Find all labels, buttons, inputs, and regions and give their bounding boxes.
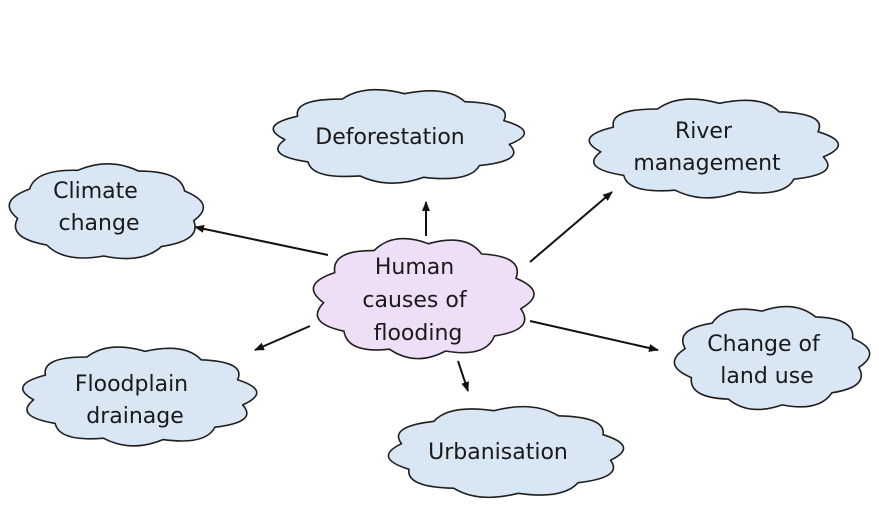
cloud-shape bbox=[673, 305, 871, 411]
label-climate-change-line-1: Climate bbox=[53, 179, 138, 204]
label-climate-change-line-2: change bbox=[59, 211, 140, 236]
cloud-shape bbox=[588, 98, 840, 199]
label-change-of-land-use: Change of land use bbox=[707, 332, 826, 389]
label-river-management-line-2: management bbox=[633, 151, 781, 176]
cloud-shape bbox=[8, 163, 205, 260]
cloud-deforestation bbox=[272, 88, 526, 184]
label-center-line-3: flooding bbox=[374, 321, 463, 346]
label-river-management: River management bbox=[633, 119, 781, 176]
label-river-management-line-1: River bbox=[675, 119, 733, 144]
label-floodplain-drainage-line-1: Floodplain bbox=[75, 372, 188, 397]
label-human-causes-of-flooding: Human causes of flooding bbox=[362, 255, 473, 346]
cloud-floodplain-drainage bbox=[22, 346, 258, 447]
label-deforestation-line-1: Deforestation bbox=[315, 125, 465, 150]
label-center-line-2: causes of bbox=[362, 288, 467, 313]
arrow-to-floodplain-drainage bbox=[254, 325, 311, 351]
label-change-of-land-use-line-1: Change of bbox=[707, 332, 821, 357]
label-urbanisation-line-1: Urbanisation bbox=[428, 440, 568, 465]
arrow-to-climate-change bbox=[194, 224, 329, 256]
arrows bbox=[194, 191, 659, 392]
cloud-human-causes-of-flooding bbox=[312, 237, 535, 360]
label-climate-change: Climate change bbox=[53, 179, 145, 236]
cloud-climate-change bbox=[8, 163, 205, 260]
cloud-shape bbox=[272, 88, 526, 184]
cloud-river-management bbox=[588, 98, 840, 199]
label-deforestation: Deforestation bbox=[315, 125, 465, 150]
arrow-to-change-of-land-use bbox=[529, 320, 659, 352]
label-urbanisation: Urbanisation bbox=[428, 440, 568, 465]
arrow-to-urbanisation bbox=[457, 360, 469, 392]
arrow-to-river-management bbox=[529, 191, 613, 263]
cloud-urbanisation bbox=[387, 405, 625, 499]
cloud-change-of-land-use bbox=[673, 305, 871, 411]
cloud-shape bbox=[387, 405, 625, 499]
label-floodplain-drainage-line-2: drainage bbox=[86, 404, 184, 429]
label-floodplain-drainage: Floodplain drainage bbox=[75, 372, 195, 429]
cloud-shape bbox=[22, 346, 258, 447]
label-center-line-1: Human bbox=[375, 255, 454, 280]
cloud-shape bbox=[312, 237, 535, 360]
label-change-of-land-use-line-2: land use bbox=[720, 364, 813, 389]
